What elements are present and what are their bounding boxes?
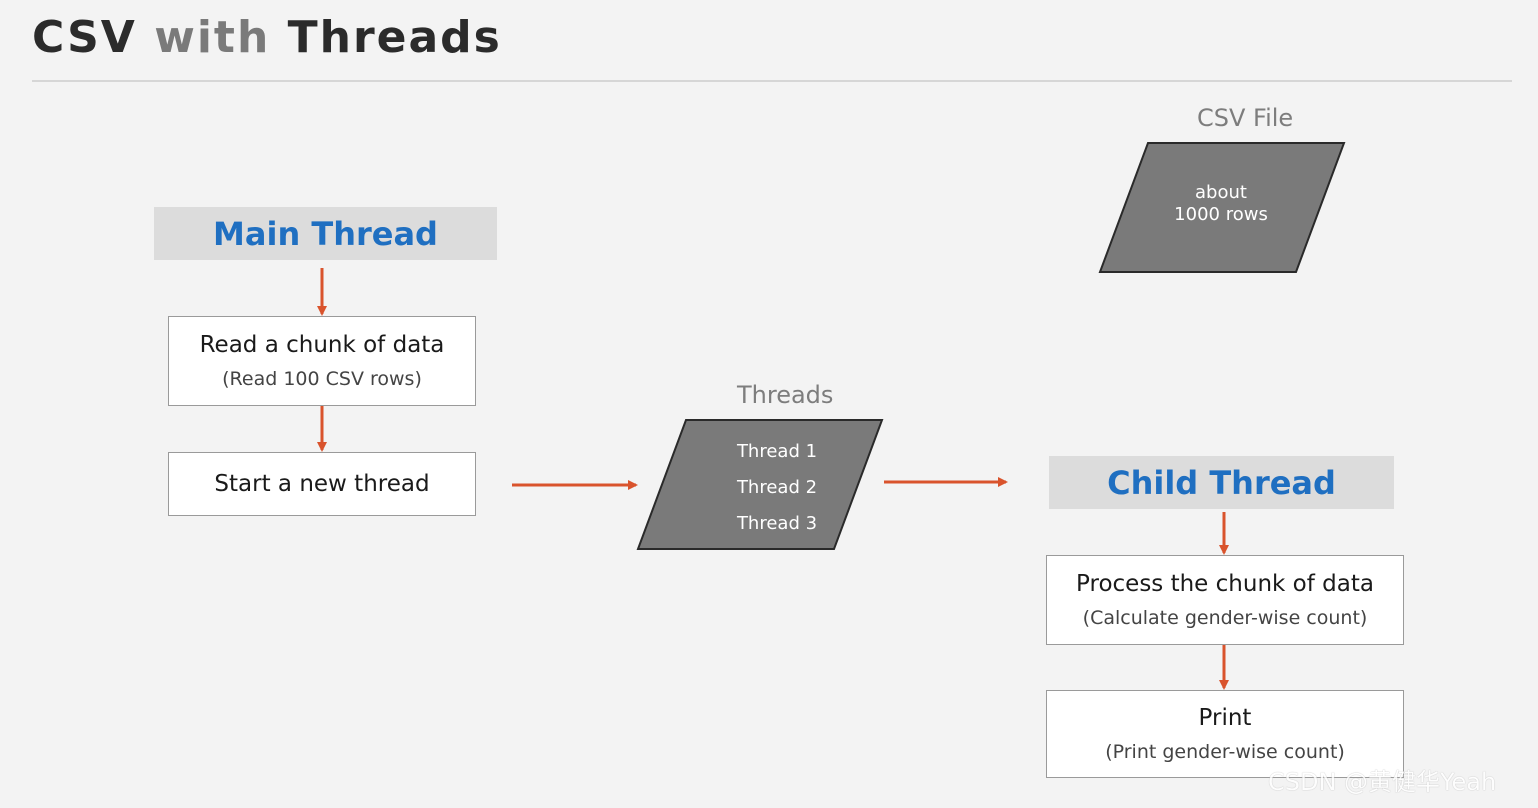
process-chunk-sublabel: (Calculate gender-wise count)	[1082, 607, 1368, 629]
title-part-threads: Threads	[287, 12, 502, 63]
thread-item: Thread 3	[736, 513, 818, 534]
print-label: Print	[1198, 705, 1252, 731]
process-chunk-label: Process the chunk of data	[1076, 571, 1374, 597]
read-chunk-sublabel: (Read 100 CSV rows)	[222, 368, 422, 390]
title-part-with: with	[154, 12, 271, 63]
read-chunk-box: Read a chunk of data (Read 100 CSV rows)	[168, 316, 476, 406]
csdn-watermark: CSDN @黄健华Yeah	[1268, 768, 1497, 796]
threads-list: Thread 1 Thread 2 Thread 3	[700, 434, 854, 542]
main-thread-heading: Main Thread	[154, 207, 497, 260]
thread-item: Thread 2	[736, 477, 818, 498]
csv-file-line2: 1000 rows	[1174, 204, 1268, 225]
thread-item: Thread 1	[736, 441, 818, 462]
print-box: Print (Print gender-wise count)	[1046, 690, 1404, 778]
start-thread-box: Start a new thread	[168, 452, 476, 516]
read-chunk-label: Read a chunk of data	[199, 332, 445, 358]
title-part-csv: CSV	[32, 12, 137, 63]
threads-shape	[636, 419, 884, 550]
csv-file-caption: CSV File	[1197, 104, 1294, 132]
process-chunk-box: Process the chunk of data (Calculate gen…	[1046, 555, 1404, 645]
threads-caption: Threads	[737, 381, 834, 409]
title-divider	[32, 80, 1512, 82]
print-sublabel: (Print gender-wise count)	[1105, 741, 1345, 763]
csv-file-shape	[1098, 142, 1346, 273]
csv-file-line1: about	[1195, 182, 1247, 203]
start-thread-label: Start a new thread	[214, 471, 430, 497]
page-title: CSV with Threads	[32, 12, 502, 63]
child-thread-heading: Child Thread	[1049, 456, 1394, 509]
csv-file-description: about 1000 rows	[1150, 182, 1292, 226]
